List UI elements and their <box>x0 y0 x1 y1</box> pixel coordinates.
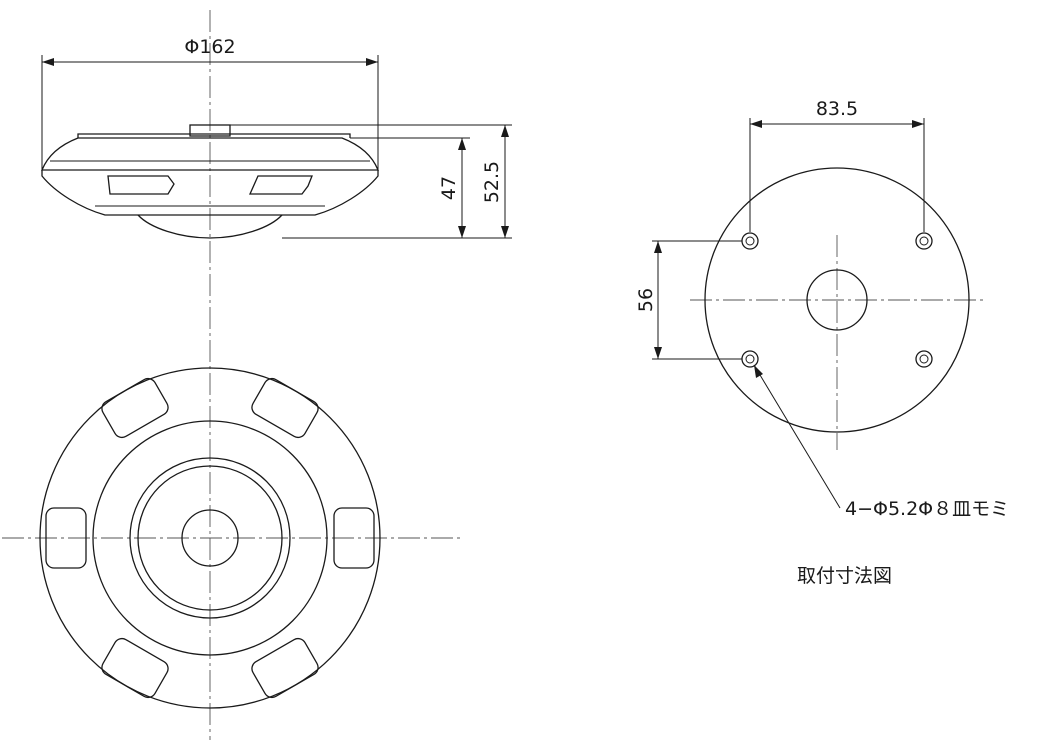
mount-hole-top-left <box>741 232 759 250</box>
dim-162-arrow-right <box>366 58 378 66</box>
side-bottom-dome <box>137 214 283 239</box>
mounting-note: 4−Φ5.2Φ８皿モミ <box>845 498 1009 520</box>
dim-52-5-label: 52.5 <box>481 161 503 203</box>
mount-plate-outline <box>704 167 970 433</box>
dim-47-arrow-top <box>458 138 466 150</box>
drawing-caption: 取付寸法図 <box>797 565 892 587</box>
bottom-inner-ring-2 <box>137 465 283 611</box>
note-leader-line <box>753 364 841 509</box>
bottom-outer-ring <box>39 367 381 709</box>
dim-52-5-arrow-top <box>501 125 509 137</box>
mounting-view: 83.5 56 4−Φ5.2Φ８皿モミ <box>635 98 1009 520</box>
dim-52-5-arrow-bottom <box>501 226 509 238</box>
bottom-window-right <box>333 507 375 569</box>
bottom-inner-ring-1 <box>129 457 291 619</box>
dim-83-5-arrow-left <box>750 120 762 128</box>
dim-47-label: 47 <box>438 176 460 200</box>
side-body-lower <box>41 170 379 216</box>
dim-83-5-label: 83.5 <box>816 98 858 120</box>
bottom-window-top-right <box>251 377 319 439</box>
bottom-window-top-left <box>101 377 169 439</box>
dim-83-5-arrow-right <box>912 120 924 128</box>
mount-hole-bottom-right <box>915 350 933 368</box>
dim-162-label: Φ162 <box>184 36 235 58</box>
bottom-middle-ring <box>92 420 328 656</box>
side-view: Φ162 47 52.5 <box>41 10 512 740</box>
mount-center-hole <box>806 269 868 331</box>
side-top-boss <box>189 124 231 137</box>
mount-hole-top-right <box>915 232 933 250</box>
bottom-window-bottom-right <box>251 637 319 699</box>
dim-47-arrow-bottom <box>458 226 466 238</box>
dim-56-arrow-top <box>654 241 662 253</box>
dim-56-arrow-bottom <box>654 347 662 359</box>
bottom-view <box>2 367 460 709</box>
side-top-plate <box>77 133 351 138</box>
bottom-window-bottom-left <box>101 637 169 699</box>
dim-56-label: 56 <box>635 288 657 312</box>
mount-hole-bottom-left <box>741 350 759 368</box>
bottom-center-hole <box>181 509 239 567</box>
side-window-right <box>248 175 313 195</box>
note-leader-arrow <box>754 365 763 378</box>
dim-162-arrow-left <box>42 58 54 66</box>
bottom-window-left <box>45 507 87 569</box>
side-window-left <box>107 175 175 195</box>
